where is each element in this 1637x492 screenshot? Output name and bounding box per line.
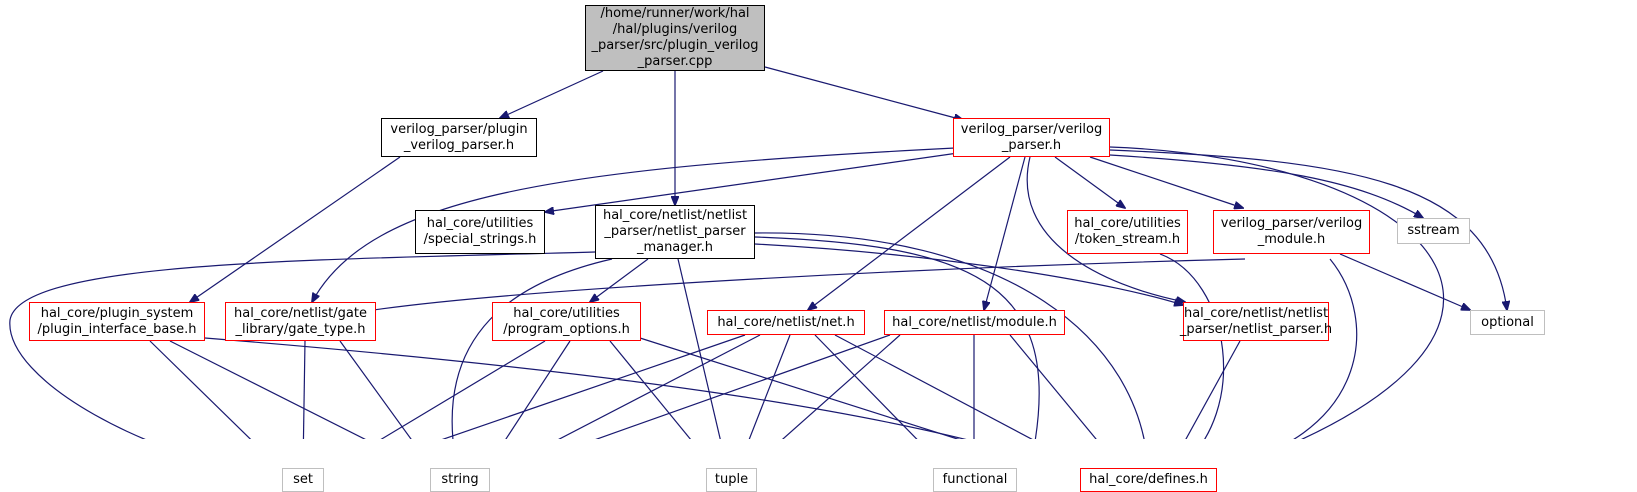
edge-gate-type-h-string [339,340,412,439]
edge-plugin-interface-base-h-set [149,340,252,439]
node-plugin-verilog-parser-h[interactable]: verilog_parser/plugin _verilog_parser.h [381,118,537,157]
edge-plugin-interface-base-h-string [169,340,366,439]
include-dependency-graph [9,66,1637,439]
node-optional: optional [1470,310,1545,335]
edge-module-h-string [595,334,891,439]
edge-plugin-interface-base-h-defines-h [204,337,967,439]
node-plugin-interface-base-h[interactable]: hal_core/plugin_system /plugin_interface… [29,302,205,341]
node-sstream: sstream [1397,218,1470,244]
node-verilog-module-h[interactable]: verilog_parser/verilog _module.h [1213,210,1370,254]
edge-module-h-tuple [782,334,901,439]
edge-netlist-parser-manager-h-functional [754,236,1040,439]
node-verilog-parser-h[interactable]: verilog_parser/verilog _parser.h [953,118,1110,157]
edge-net-h-string [558,334,761,439]
node-set: set [282,468,324,492]
edge-verilog-parser-h-module-h [984,156,1026,310]
edge-netlist-parser-manager-h-set [9,251,596,439]
edge-verilog-module-h-defines-h [1292,258,1358,439]
node-token-stream-h[interactable]: hal_core/utilities /token_stream.h [1067,210,1188,254]
node-special-strings-h[interactable]: hal_core/utilities /special_strings.h [415,210,545,254]
edge-net-h-defines-h [834,334,1033,439]
edge-netlist-parser-manager-h-netlist-parser-h [754,243,1183,305]
edge-net-h-tuple [748,334,791,439]
node-string: string [430,468,490,492]
edge-verilog-parser-h-token-stream-h [1054,156,1125,208]
edge-verilog-parser-h-net-h [808,156,1011,310]
node-netlist-parser-h[interactable]: hal_core/netlist/netlist _parser/netlist… [1180,302,1332,341]
edge-token-stream-h-defines-h [1159,253,1225,439]
edge-root-plugin-verilog-parser-h [500,70,604,118]
node-program-options-h[interactable]: hal_core/utilities /program_options.h [492,302,641,341]
edge-program-options-h-defines-h [639,337,960,439]
edge-netlist-parser-manager-h-program-options-h [590,258,649,302]
edge-verilog-parser-h-defines-h [1109,146,1445,439]
node-functional: functional [933,468,1017,492]
edge-program-options-h-string [505,340,571,439]
edge-verilog-parser-h-gate-type-h [312,147,956,302]
edge-plugin-verilog-parser-h-plugin-interface-base-h [190,156,401,302]
edge-net-h-set [441,334,746,439]
edge-verilog-parser-h-verilog-module-h [1089,156,1243,208]
edge-verilog-module-h-optional [1339,253,1470,310]
edge-net-h-functional [814,334,918,439]
node-plugin-verilog-parser-cpp: /home/runner/work/hal /hal/plugins/veril… [585,5,765,71]
edge-verilog-module-h-gate-type-h [360,258,1246,312]
node-netlist-parser-manager-h[interactable]: hal_core/netlist/netlist _parser/netlist… [595,205,755,259]
node-defines-h[interactable]: hal_core/defines.h [1080,468,1217,492]
edge-netlist-parser-manager-h-string [451,258,613,439]
node-module-h[interactable]: hal_core/netlist/module.h [884,310,1065,335]
edge-program-options-h-tuple [609,340,692,439]
node-tuple: tuple [706,468,757,492]
node-gate-type-h[interactable]: hal_core/netlist/gate _library/gate_type… [225,302,376,341]
edge-verilog-parser-h-netlist-parser-h [1026,156,1185,302]
edge-root-verilog-parser-h [764,66,963,120]
edge-netlist-parser-h-defines-h [1185,340,1241,439]
edge-netlist-parser-manager-h-defines-h [754,232,1145,439]
edge-verilog-parser-h-sstream [1109,154,1423,218]
edge-program-options-h-set [380,340,546,439]
node-net-h[interactable]: hal_core/netlist/net.h [707,310,865,335]
edge-module-h-defines-h [1009,334,1097,439]
edge-netlist-parser-manager-h-tuple [677,258,721,439]
edge-gate-type-h-set [302,340,306,439]
edge-verilog-parser-h-special-strings-h [545,151,966,212]
